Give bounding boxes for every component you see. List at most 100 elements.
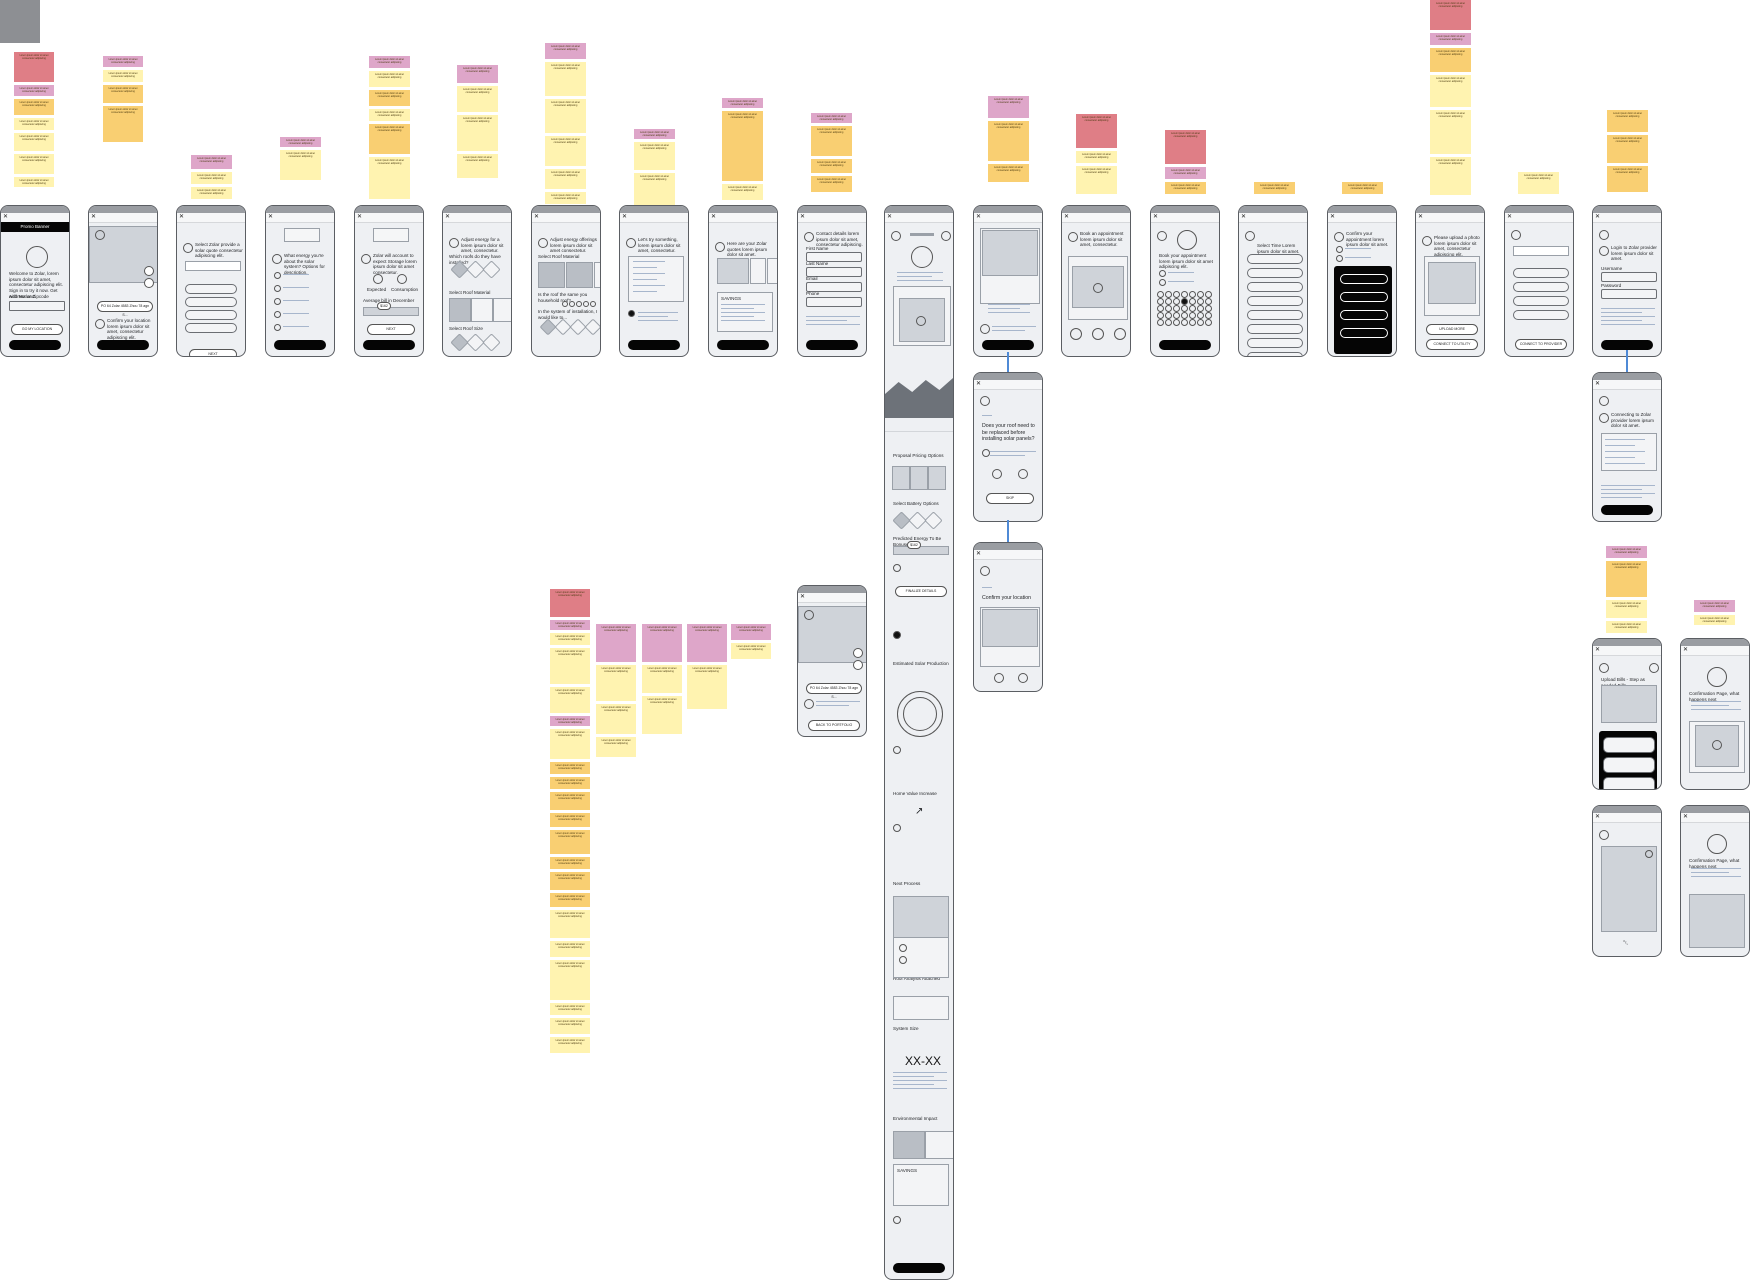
primary-cta-button[interactable] <box>97 340 149 350</box>
close-icon[interactable]: ✕ <box>445 214 451 220</box>
close-icon[interactable]: ✕ <box>534 214 540 220</box>
next-button[interactable]: NEXT <box>367 324 415 335</box>
radio-circle[interactable] <box>274 311 281 318</box>
dark-option-row[interactable] <box>1340 310 1388 320</box>
calendar-day[interactable] <box>1197 319 1204 326</box>
calendar-day[interactable] <box>1205 319 1212 326</box>
calendar-day[interactable] <box>1157 305 1164 312</box>
radio-circle[interactable] <box>274 285 281 292</box>
time-slot-option[interactable] <box>1247 310 1303 320</box>
provider-option[interactable] <box>1513 310 1569 320</box>
choice-diamond[interactable] <box>924 511 943 530</box>
calendar-day[interactable] <box>1165 298 1172 305</box>
primary-cta-button[interactable] <box>628 340 680 350</box>
time-slot-option[interactable] <box>1247 254 1303 264</box>
calendar-day[interactable] <box>1205 298 1212 305</box>
calendar-day[interactable] <box>1165 319 1172 326</box>
choice-diamond[interactable] <box>482 333 501 352</box>
primary-cta-button[interactable] <box>717 340 769 350</box>
time-slot-option[interactable] <box>1247 296 1303 306</box>
close-icon[interactable]: ✕ <box>1595 381 1601 387</box>
close-icon[interactable]: ✕ <box>1683 647 1689 653</box>
provider-option[interactable] <box>185 297 237 307</box>
close-icon[interactable]: ✕ <box>800 594 806 600</box>
next-button[interactable]: NEXT <box>189 349 237 356</box>
provider-option[interactable] <box>185 310 237 320</box>
close-icon[interactable]: ✕ <box>711 214 717 220</box>
play-icon[interactable] <box>1093 283 1103 293</box>
calendar-day[interactable] <box>1197 312 1204 319</box>
close-icon[interactable]: ✕ <box>1330 214 1336 220</box>
address-input[interactable] <box>9 301 65 311</box>
back-to-portfolio-button[interactable]: BACK TO PORTFOLIO <box>808 720 860 731</box>
primary-cta-button[interactable] <box>9 340 61 350</box>
calendar-day[interactable] <box>1157 291 1164 298</box>
dark-option-row[interactable] <box>1340 274 1388 284</box>
choice-dot[interactable] <box>576 301 582 307</box>
calendar-day[interactable] <box>1157 312 1164 319</box>
provider-option[interactable] <box>1513 282 1569 292</box>
contact-field[interactable] <box>806 252 862 262</box>
calendar-day[interactable] <box>1181 305 1188 312</box>
address-search-input[interactable]: PO 64 Zolar 4583 Zhou 78 agn S... <box>806 683 862 699</box>
calendar-day[interactable] <box>1197 305 1204 312</box>
location-button[interactable]: GO MY LOCATION <box>11 324 63 335</box>
calendar-day[interactable] <box>1181 312 1188 319</box>
radio-circle[interactable] <box>274 298 281 305</box>
provider-option[interactable] <box>1513 296 1569 306</box>
choice-diamond[interactable] <box>584 318 600 336</box>
close-icon[interactable]: ✕ <box>887 214 893 220</box>
close-icon[interactable]: ✕ <box>268 214 274 220</box>
primary-cta-button[interactable] <box>1159 340 1211 350</box>
close-icon[interactable]: ✕ <box>179 214 185 220</box>
close-icon[interactable]: ✕ <box>1064 214 1070 220</box>
map-control-icon[interactable] <box>144 266 154 276</box>
calendar-day[interactable] <box>1189 298 1196 305</box>
trash-icon[interactable]: ␡ <box>1623 940 1629 947</box>
provider-option[interactable] <box>1513 268 1569 278</box>
calendar-day[interactable] <box>1189 291 1196 298</box>
radio-circle[interactable] <box>274 324 281 331</box>
close-icon[interactable]: ✕ <box>1418 214 1424 220</box>
close-icon[interactable]: ✕ <box>976 381 982 387</box>
close-icon[interactable]: ✕ <box>622 214 628 220</box>
dark-option-row[interactable] <box>1340 328 1388 338</box>
close-icon[interactable]: ✕ <box>976 214 982 220</box>
calendar-day[interactable] <box>1165 312 1172 319</box>
choice-dot[interactable] <box>583 301 589 307</box>
close-icon[interactable]: ✕ <box>1595 647 1601 653</box>
play-icon[interactable] <box>916 316 926 326</box>
radio-circle[interactable] <box>1336 255 1343 262</box>
choice-dot[interactable] <box>590 301 596 307</box>
calendar-day[interactable] <box>1173 291 1180 298</box>
choice-dot[interactable] <box>569 301 575 307</box>
dark-option-row[interactable] <box>1340 292 1388 302</box>
radio-circle[interactable] <box>1159 270 1166 277</box>
time-slot-option[interactable] <box>1247 338 1303 348</box>
radio-circle[interactable] <box>1159 279 1166 286</box>
address-search-input[interactable]: PO 64 Zolar 4583 Zhou 78 agn S... <box>97 301 153 317</box>
uploaded-bill-row[interactable] <box>1603 757 1655 773</box>
radio-circle[interactable] <box>274 272 281 279</box>
calendar-day[interactable] <box>1205 305 1212 312</box>
calendar-day[interactable] <box>1181 291 1188 298</box>
close-icon[interactable]: ✕ <box>1683 814 1689 820</box>
close-icon[interactable]: ✕ <box>1153 214 1159 220</box>
map-control-icon[interactable] <box>853 648 863 658</box>
connect-provider-button[interactable]: CONNECT TO PROVIDER <box>1515 339 1567 350</box>
close-icon[interactable]: ✕ <box>1241 214 1247 220</box>
login-field[interactable] <box>1601 272 1657 282</box>
finalize-button[interactable]: FINALIZE DETAILS <box>895 586 947 597</box>
uploaded-bill-row[interactable] <box>1603 737 1655 753</box>
close-icon[interactable]: ✕ <box>1595 214 1601 220</box>
calendar-day[interactable] <box>1173 319 1180 326</box>
primary-cta-button[interactable] <box>274 340 326 350</box>
calendar-day[interactable] <box>1189 319 1196 326</box>
close-icon[interactable]: ✕ <box>1507 214 1513 220</box>
primary-cta-button[interactable] <box>1601 505 1653 515</box>
close-icon[interactable]: ✕ <box>3 214 9 220</box>
primary-cta-button[interactable] <box>1601 340 1653 350</box>
calendar-day[interactable] <box>1181 298 1188 305</box>
primary-cta-button[interactable] <box>982 340 1034 350</box>
time-slot-option[interactable] <box>1247 352 1303 356</box>
